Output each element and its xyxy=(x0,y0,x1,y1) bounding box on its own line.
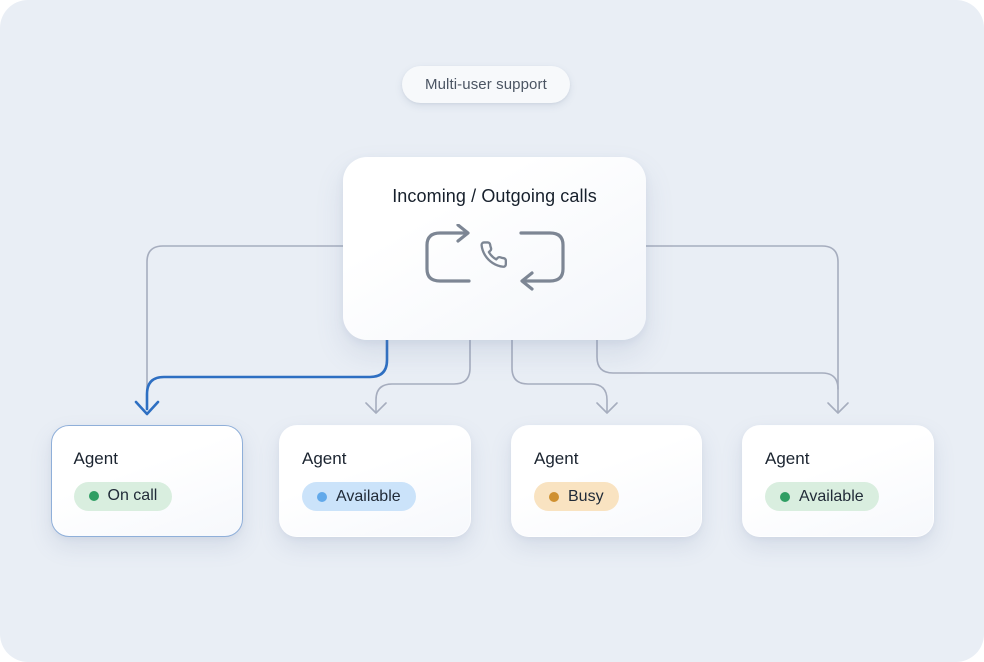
connector-hub-to-agent3 xyxy=(511,339,608,412)
agent-card-2: Agent Available xyxy=(279,425,471,537)
status-badge: Busy xyxy=(534,482,619,511)
status-dot xyxy=(317,491,327,502)
status-label: Available xyxy=(799,487,864,505)
arrowhead-agent3 xyxy=(596,402,618,414)
agent-label: Agent xyxy=(73,448,118,468)
connector-hub-to-agent1-gray xyxy=(146,245,344,406)
phone-cycle-icon xyxy=(424,224,565,291)
connector-hub-to-agent1-active xyxy=(145,338,389,411)
status-dot xyxy=(780,491,790,502)
arrowhead-agent1-active xyxy=(134,400,160,416)
multi-user-support-badge: Multi-user support xyxy=(402,66,570,103)
agent-label: Agent xyxy=(534,449,579,468)
badge-label: Multi-user support xyxy=(425,76,547,93)
agent-label: Agent xyxy=(302,449,347,468)
agent-label: Agent xyxy=(765,449,810,468)
incoming-outgoing-calls-card: Incoming / Outgoing calls xyxy=(343,157,646,340)
status-dot xyxy=(88,491,99,501)
status-label: Available xyxy=(336,487,401,505)
status-badge: On call xyxy=(73,481,173,511)
agent-card-3: Agent Busy xyxy=(511,425,702,537)
connector-hub-to-agent4-bottom xyxy=(596,339,839,390)
hub-title: Incoming / Outgoing calls xyxy=(392,186,597,206)
status-badge: Available xyxy=(765,482,879,511)
agent-card-4: Agent Available xyxy=(742,425,934,537)
arrowhead-agent2 xyxy=(365,402,387,414)
status-label: On call xyxy=(107,487,158,504)
arrowhead-agent4 xyxy=(827,402,849,414)
status-badge: Available xyxy=(302,482,416,511)
status-label: Busy xyxy=(568,487,604,505)
connector-hub-to-agent2 xyxy=(375,339,471,412)
status-dot xyxy=(549,491,559,502)
connector-hub-to-agent4-top xyxy=(645,245,839,412)
agent-card-1: Agent On call xyxy=(51,425,243,537)
